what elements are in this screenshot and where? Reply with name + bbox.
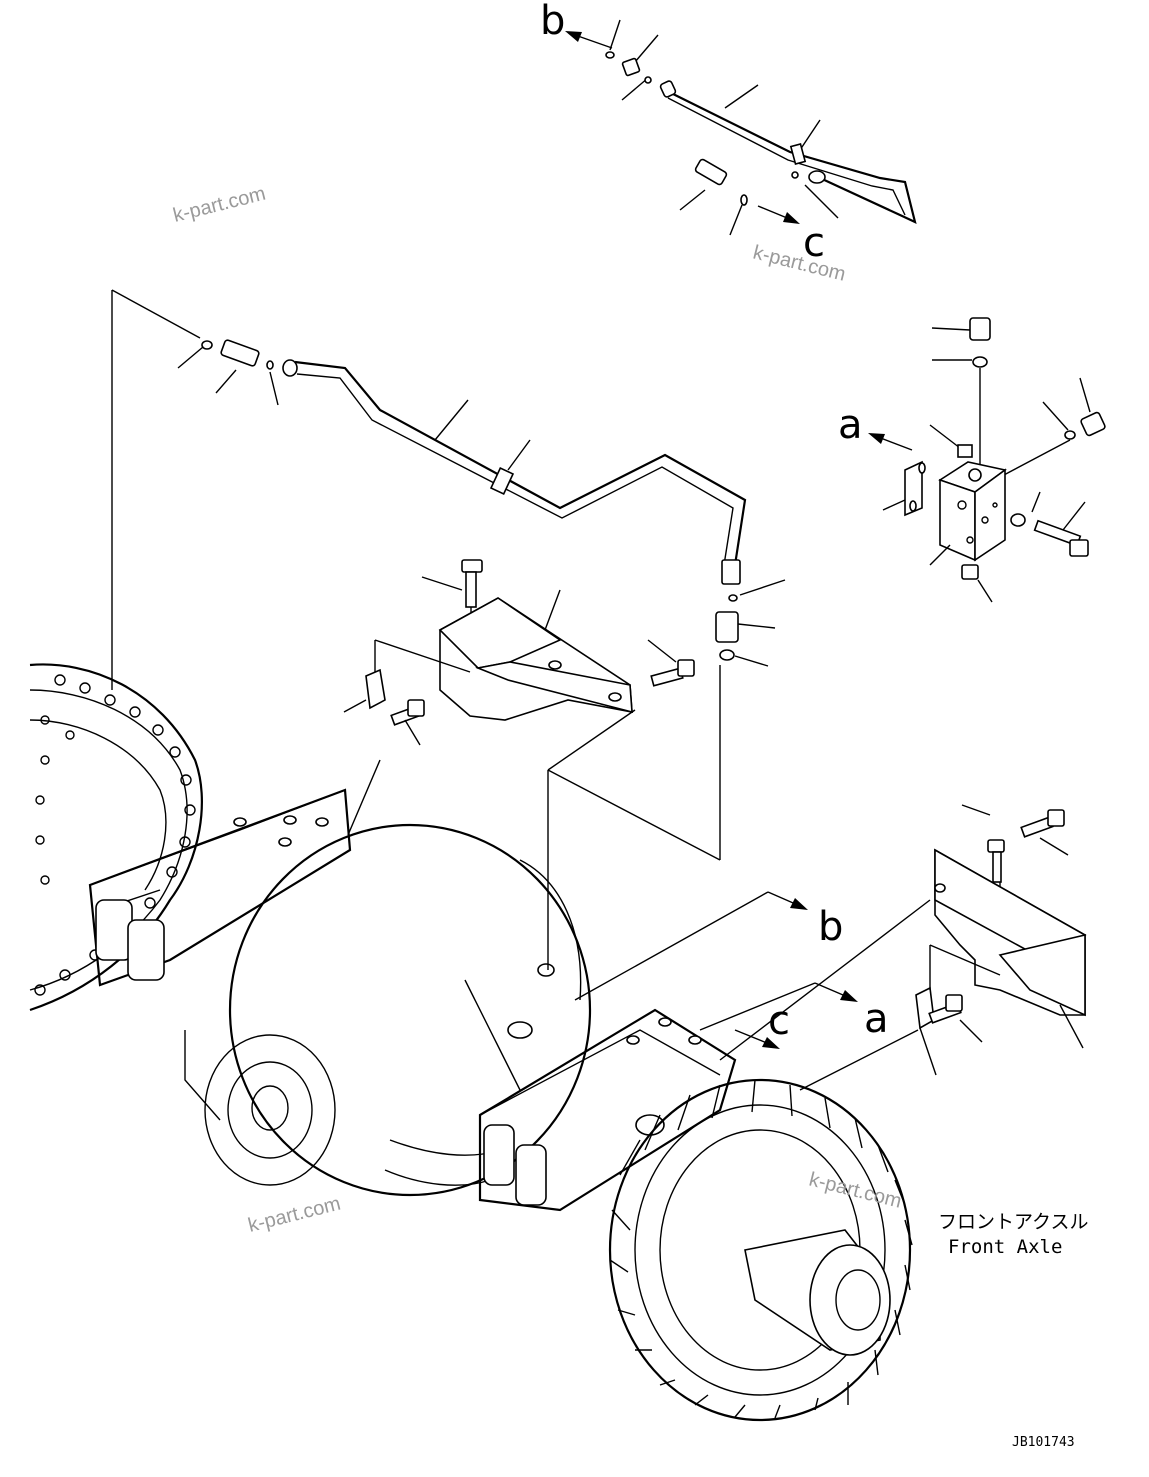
callout-a-lower: a (864, 996, 889, 1042)
callout-b-lower: b (818, 904, 843, 950)
callout-a-upper: a (838, 402, 863, 448)
caption-english: Front Axle (948, 1236, 1062, 1258)
side-guard-assembly (915, 804, 1087, 1076)
center-guard-assembly (343, 559, 695, 746)
watermark: k-part.com (246, 1193, 343, 1237)
caption-japanese: フロントアクスル (938, 1211, 1088, 1233)
watermark: k-part.com (807, 1169, 904, 1213)
upper-tube-assembly (565, 19, 917, 236)
long-tube-assembly (177, 339, 786, 667)
callout-c-lower: c (768, 998, 790, 1044)
callout-b-upper: b (540, 0, 565, 44)
valve-block-assembly (868, 317, 1106, 603)
watermark: k-part.com (751, 242, 848, 286)
reference-lines (111, 289, 931, 1091)
callout-c-upper: c (803, 220, 825, 266)
drawing-number: JB101743 (1012, 1435, 1075, 1450)
axle-housing (29, 663, 913, 1422)
watermark: k-part.com (171, 183, 268, 227)
